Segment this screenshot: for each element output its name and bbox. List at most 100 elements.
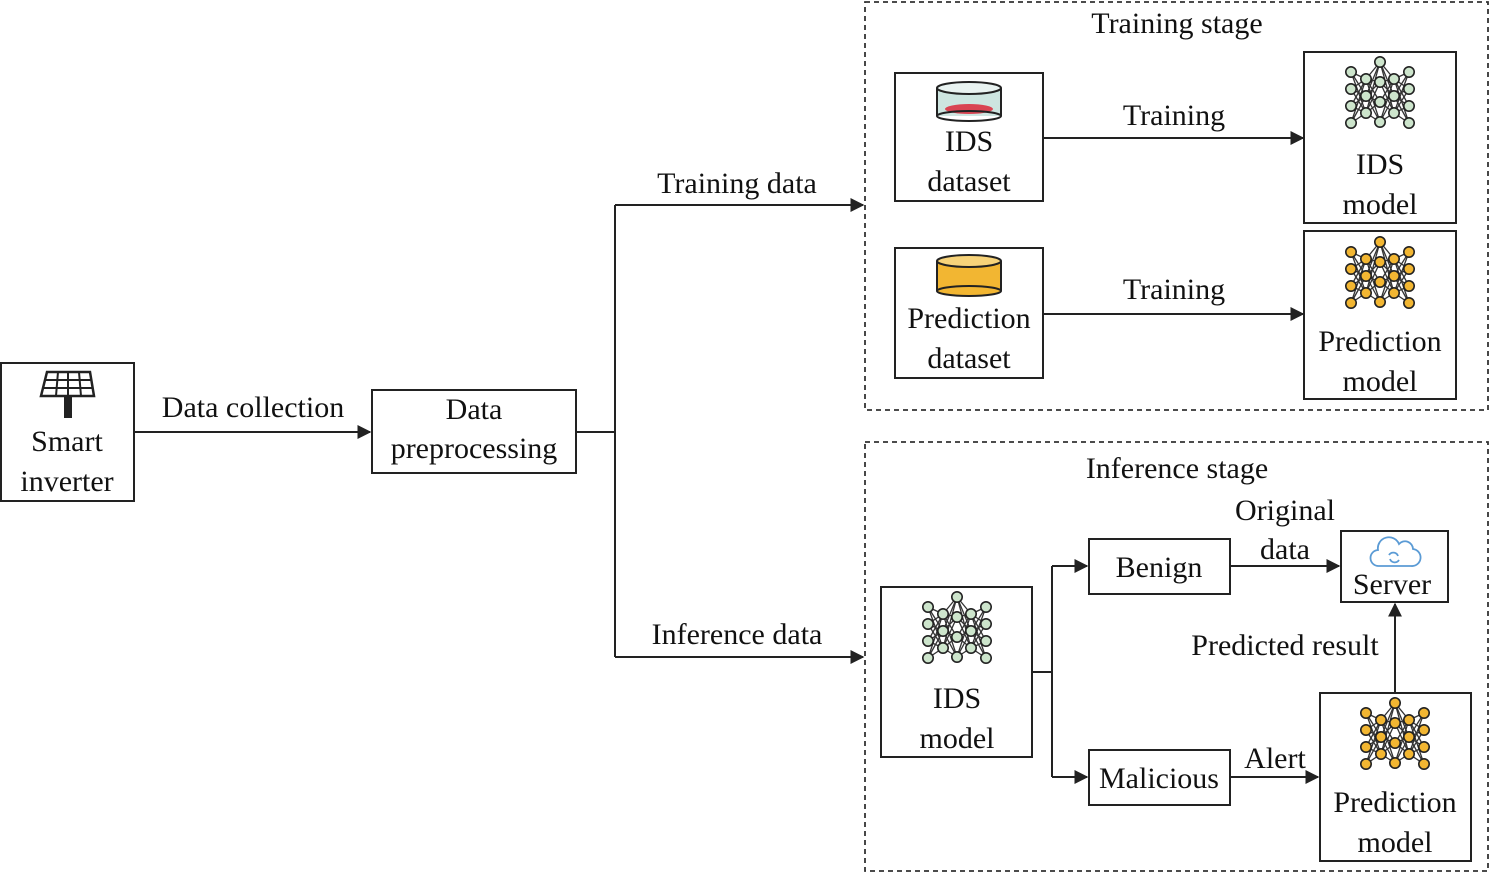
nn-node: [1345, 100, 1358, 113]
nn-node: [979, 651, 992, 664]
nn-node: [1403, 279, 1416, 292]
nn-node: [1360, 723, 1373, 736]
training-ids-label: Training: [1123, 99, 1225, 132]
nn-node: [1403, 262, 1416, 275]
malicious-node: [1088, 749, 1231, 806]
nn-edge: [1379, 241, 1395, 294]
data-collection-label: Data collection: [162, 391, 344, 424]
nn-edge: [1365, 258, 1381, 303]
data-preprocessing-node: [371, 389, 577, 474]
nn-edge: [1380, 702, 1396, 755]
ids-model-training-label-line1: IDS: [1356, 148, 1404, 181]
nn-node: [950, 590, 963, 603]
nn-node: [936, 624, 949, 637]
nn-edge: [956, 613, 972, 658]
neural-network-icon: [921, 590, 992, 664]
nn-edge: [1379, 61, 1395, 97]
nn-edge: [1394, 702, 1410, 755]
neural-network-icon: [1345, 55, 1416, 130]
nn-edge: [956, 596, 972, 649]
nn-node: [1403, 296, 1416, 309]
training-stage-group: [864, 1, 1489, 411]
benign-node: [1088, 538, 1231, 595]
benign-label: Benign: [1116, 551, 1203, 584]
nn-node: [964, 607, 977, 620]
nn-edge: [1379, 78, 1395, 123]
nn-node: [1345, 117, 1358, 130]
nn-node: [1345, 279, 1358, 292]
nn-edge: [942, 596, 958, 632]
nn-node: [1360, 706, 1373, 719]
data-preprocessing-label-line1: Data: [446, 393, 503, 426]
ids-model-inference-label-line1: IDS: [933, 682, 981, 715]
smart-inverter-label-line2: inverter: [20, 465, 113, 498]
cloud-sync-icon: [1369, 536, 1422, 567]
nn-node: [1418, 757, 1431, 770]
nn-node: [950, 610, 963, 623]
nn-node: [1360, 757, 1373, 770]
nn-edge: [1365, 78, 1381, 123]
nn-node: [1345, 66, 1358, 79]
nn-node: [1403, 100, 1416, 113]
nn-node: [1388, 269, 1401, 282]
nn-node: [1388, 90, 1401, 103]
nn-edge: [1350, 258, 1367, 304]
nn-node: [1403, 747, 1416, 760]
training-data-label: Training data: [657, 167, 817, 200]
nn-node: [1388, 253, 1401, 266]
alert-label: Alert: [1244, 742, 1306, 775]
prediction-model-inference-label-line1: Prediction: [1333, 786, 1456, 819]
nn-node: [1403, 730, 1416, 743]
nn-node: [1388, 107, 1401, 120]
nn-node: [1360, 740, 1373, 753]
nn-edge: [1380, 702, 1396, 738]
prediction-dataset-label-line2: dataset: [927, 342, 1011, 375]
nn-edge: [1365, 241, 1381, 294]
nn-edge: [1408, 712, 1425, 755]
nn-node: [921, 651, 934, 664]
nn-edge: [927, 613, 944, 659]
nn-node: [1374, 116, 1387, 129]
nn-edge: [970, 606, 987, 649]
nn-node: [950, 630, 963, 643]
neural-network-icon: [1345, 236, 1416, 309]
nn-node: [1389, 716, 1402, 729]
nn-node: [936, 607, 949, 620]
nn-edge: [1379, 241, 1395, 277]
inference-data-label: Inference data: [652, 618, 823, 651]
nn-node: [1388, 73, 1401, 86]
nn-edge: [942, 613, 958, 658]
prediction-model-training-label-line2: model: [1343, 365, 1418, 398]
nn-node: [1418, 723, 1431, 736]
nn-node: [921, 600, 934, 613]
nn-node: [1360, 107, 1373, 120]
nn-edge: [1394, 719, 1410, 764]
nn-node: [1388, 286, 1401, 299]
nn-edge: [1365, 61, 1381, 97]
nn-node: [979, 600, 992, 613]
nn-node: [979, 634, 992, 647]
nn-node: [979, 617, 992, 630]
nn-node: [1360, 73, 1373, 86]
nn-node: [1375, 747, 1388, 760]
nn-edge: [1393, 71, 1410, 114]
nn-node: [921, 617, 934, 630]
nn-node: [1374, 55, 1387, 68]
nn-node: [1418, 740, 1431, 753]
database-icon: [936, 81, 1002, 122]
training-prediction-label: Training: [1123, 273, 1225, 306]
predicted-result-label: Predicted result: [1191, 629, 1379, 662]
nn-edge: [1393, 251, 1410, 294]
nn-node: [1375, 713, 1388, 726]
prediction-model-inference-label-line2: model: [1358, 826, 1433, 859]
server-label: Server: [1353, 568, 1431, 601]
ids-model-training-label-line2: model: [1343, 188, 1418, 221]
data-preprocessing-label-line2: preprocessing: [391, 432, 558, 465]
nn-node: [1375, 730, 1388, 743]
nn-node: [1360, 286, 1373, 299]
nn-node: [964, 624, 977, 637]
nn-edge: [1379, 61, 1395, 114]
nn-node: [1374, 236, 1387, 249]
nn-edge: [1394, 702, 1410, 738]
